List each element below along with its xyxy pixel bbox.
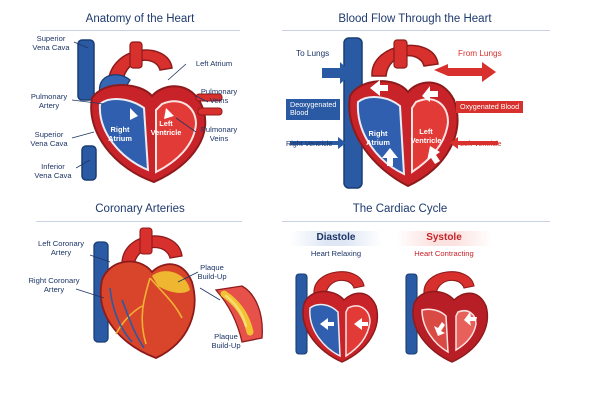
diastole-header-bar (290, 231, 382, 246)
label-right-atrium: Right Atrium (108, 125, 132, 143)
label-pulmonary-veins-upper: Pulmonary Veins (200, 87, 238, 105)
label-to-lungs: To Lungs (296, 49, 330, 58)
systole-subtitle: Heart Contracting (414, 249, 474, 258)
diastole-heart-illustration (295, 271, 379, 363)
label-left-coronary-artery: Left Coronary Artery (37, 239, 84, 257)
label-left-atrium: Left Atrium (195, 59, 233, 68)
label-superior-vena-cava: Superior Vena Cava (32, 34, 70, 52)
label-from-lungs: From Lungs (458, 49, 502, 58)
label-deoxygenated-blood: Deoxygenated Blood (286, 99, 341, 120)
diastole-title: Diastole (316, 232, 356, 243)
label-superior-vena-cava-lower: Superior Vena Cava (30, 130, 68, 148)
coronary-title: Coronary Arteries (95, 203, 185, 215)
blood-flow-title: Blood Flow Through the Heart (338, 13, 492, 25)
plaque-artery-callout (214, 285, 263, 343)
label-right-atrium-flow: Right Atrium (366, 129, 390, 147)
systole-title: Systole (426, 232, 462, 243)
anatomy-title: Anatomy of the Heart (85, 13, 195, 25)
coronary-heart-illustration (93, 227, 196, 359)
systole-header-bar (396, 231, 492, 246)
label-right-ventricle: Right Ventricle (286, 139, 333, 148)
label-pulmonary-veins-lower: Pulmonary Veins (200, 125, 238, 143)
label-plaque-buildup-lower: Plaque Build-Up (211, 332, 241, 350)
label-pulmonary-artery: Pulmonary Artery (30, 92, 68, 110)
cardiac-cycle-title: The Cardiac Cycle (352, 203, 448, 215)
coronary-title-rule (36, 221, 242, 222)
anatomy-title-rule (40, 30, 240, 31)
label-right-coronary-artery: Right Coronary Artery (28, 276, 80, 294)
blood-flow-title-rule (282, 30, 550, 31)
anatomy-heart-illustration (77, 39, 223, 184)
diastole-subtitle: Heart Relaxing (310, 249, 362, 258)
label-left-ventricle-inner: Left Ventricle (410, 127, 442, 145)
systole-heart-illustration (405, 271, 489, 363)
blood-flow-heart-illustration (343, 37, 459, 189)
label-inferior-vena-cava: Inferior Vena Cava (34, 162, 72, 180)
label-oxygenated-blood: Oxygenated Blood (456, 101, 524, 114)
cardiac-cycle-title-rule (282, 221, 550, 222)
label-left-ventricle-flow: Left Ventricle (460, 139, 502, 148)
label-plaque-buildup-upper: Plaque Build-Up (197, 263, 227, 281)
label-left-ventricle: Left Ventricle (150, 119, 182, 137)
